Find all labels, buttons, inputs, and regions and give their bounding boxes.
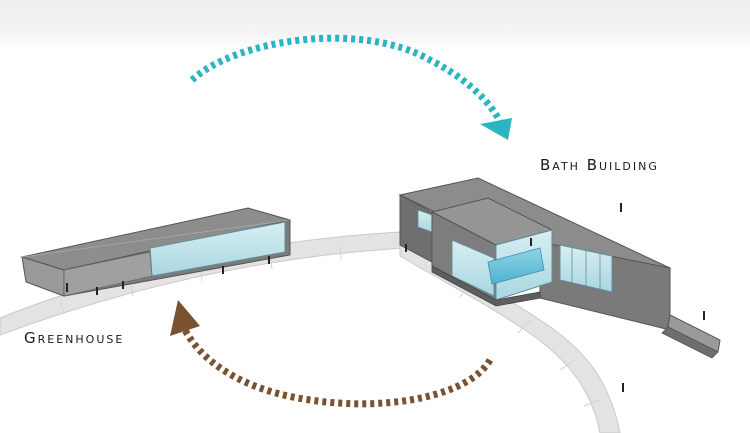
bath-building-label: Bath Building bbox=[540, 156, 659, 174]
arrow-to-greenhouse bbox=[170, 300, 494, 408]
arrow-to-bath bbox=[189, 34, 512, 140]
greenhouse-building bbox=[20, 207, 291, 297]
bath-building bbox=[398, 177, 721, 359]
people-figures bbox=[66, 203, 705, 392]
arrow-head-icon bbox=[480, 118, 512, 140]
greenhouse-label: Greenhouse bbox=[24, 329, 125, 347]
arrow-head-icon bbox=[170, 300, 200, 336]
